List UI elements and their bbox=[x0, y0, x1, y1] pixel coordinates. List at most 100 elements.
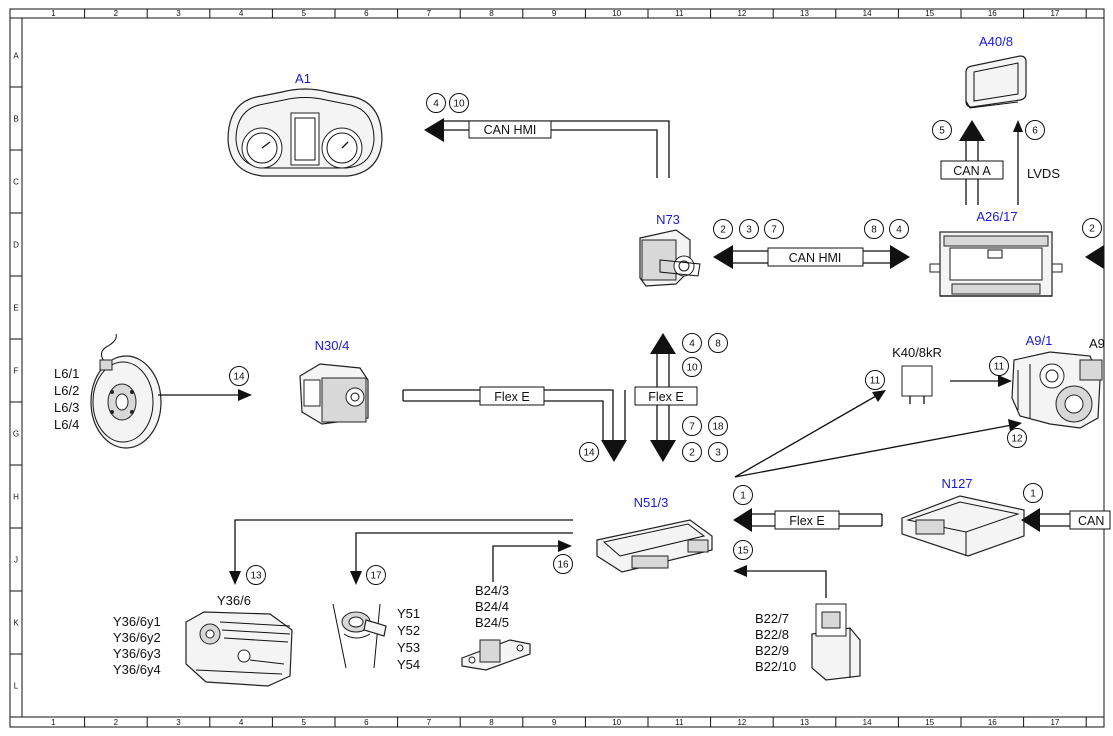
instrument-cluster-a1[interactable] bbox=[227, 88, 383, 177]
b22-label: B22/7 bbox=[755, 611, 789, 626]
ruler-col-bottom: 16 bbox=[988, 718, 997, 727]
callout-number: 3 bbox=[715, 448, 721, 459]
callout-number: 2 bbox=[720, 225, 726, 236]
callout-number: 18 bbox=[712, 422, 724, 433]
ruler-col-bottom: 15 bbox=[925, 718, 934, 727]
callout-number: 4 bbox=[896, 225, 902, 236]
ruler-col-bottom: 9 bbox=[552, 718, 557, 727]
callout-c-11-right: 11 bbox=[989, 356, 1009, 376]
callout-number: 16 bbox=[557, 560, 569, 571]
callout-number: 10 bbox=[686, 363, 698, 374]
ruler-row: K bbox=[13, 619, 19, 628]
b24-label: B24/3 bbox=[475, 583, 509, 598]
label-a1: A1 bbox=[295, 71, 311, 86]
callout-c-7-n73: 7 bbox=[764, 219, 784, 239]
signals-n51-3-diagonal bbox=[734, 390, 1022, 478]
y5x-label: Y52 bbox=[397, 623, 420, 638]
callout-c-2-edge: 2 bbox=[1082, 218, 1102, 238]
ruler-col-top: 15 bbox=[925, 9, 934, 18]
valve-block-y36-6[interactable] bbox=[185, 611, 293, 687]
signal-lvds bbox=[1013, 120, 1023, 205]
ruler-col-bottom: 7 bbox=[427, 718, 432, 727]
ruler-row: E bbox=[13, 304, 18, 313]
callout-c-16: 16 bbox=[553, 554, 573, 574]
control-unit-n51-3[interactable] bbox=[596, 519, 713, 573]
label-a40-8: A40/8 bbox=[979, 34, 1013, 49]
bus-label-flex-e-left: Flex E bbox=[494, 390, 529, 404]
l6-label: L6/1 bbox=[54, 366, 79, 381]
y36y-label: Y36/6y1 bbox=[113, 614, 161, 629]
b24-label: B24/4 bbox=[475, 599, 509, 614]
solenoid-y51-y54[interactable] bbox=[332, 603, 387, 669]
label-k40-8kr: K40/8kR bbox=[892, 345, 942, 360]
signal-wheel-to-n30-4 bbox=[158, 389, 252, 401]
callout-number: 15 bbox=[737, 546, 749, 557]
bus-label-can-hmi-top: CAN HMI bbox=[484, 123, 537, 137]
ruler-row: H bbox=[13, 493, 19, 502]
callout-c-14-flex: 14 bbox=[579, 442, 599, 462]
ignition-switch-n73[interactable] bbox=[639, 229, 701, 287]
compressor-a9-1[interactable] bbox=[1011, 351, 1103, 429]
ruler-row: G bbox=[13, 430, 19, 439]
callout-number: 7 bbox=[689, 422, 695, 433]
wheel-speed-sensor-l6[interactable] bbox=[90, 333, 162, 449]
callout-number: 11 bbox=[870, 376, 881, 387]
ruler-col-top: 5 bbox=[301, 9, 306, 18]
relay-k40-8kr[interactable] bbox=[901, 365, 933, 404]
signal-n51-3-to-y36-6 bbox=[229, 519, 573, 585]
callout-c-3-n73: 3 bbox=[739, 219, 759, 239]
ruler-col-top: 6 bbox=[364, 9, 369, 18]
sensor-b24[interactable] bbox=[461, 639, 531, 671]
bus-label-can-a: CAN A bbox=[953, 164, 991, 178]
ruler-row: D bbox=[13, 241, 19, 250]
callout-number: 8 bbox=[871, 225, 877, 236]
bus-flex-e-left bbox=[402, 386, 627, 462]
label-y36-6: Y36/6 bbox=[217, 593, 251, 608]
callout-c-4-n73: 4 bbox=[889, 219, 909, 239]
callout-c-10-top: 10 bbox=[449, 93, 469, 113]
label-a26-17: A26/17 bbox=[976, 209, 1017, 224]
callout-c-11-left: 11 bbox=[865, 370, 885, 390]
bus-label-can-hmi-mid: CAN HMI bbox=[789, 251, 842, 265]
ruler-col-top: 9 bbox=[552, 9, 557, 18]
callout-number: 14 bbox=[233, 372, 245, 383]
esp-unit-n30-4[interactable] bbox=[299, 363, 369, 425]
ruler-row: B bbox=[13, 115, 18, 124]
y36y-label: Y36/6y3 bbox=[113, 646, 161, 661]
callout-c-1-mid: 1 bbox=[733, 485, 753, 505]
ruler-col-bottom: 3 bbox=[176, 718, 181, 727]
callout-c-14-disc: 14 bbox=[229, 366, 249, 386]
label-lvds: LVDS bbox=[1027, 166, 1060, 181]
y5x-label: Y54 bbox=[397, 657, 420, 672]
head-unit-a26-17[interactable] bbox=[929, 231, 1063, 297]
label-n30-4: N30/4 bbox=[315, 338, 350, 353]
callout-number: 10 bbox=[453, 99, 465, 110]
label-n73: N73 bbox=[656, 212, 680, 227]
b24-label: B24/5 bbox=[475, 615, 509, 630]
ruler-col-bottom: 6 bbox=[364, 718, 369, 727]
ruler-col-top: 17 bbox=[1050, 9, 1059, 18]
signal-n51-3-to-y5x bbox=[350, 532, 573, 585]
ruler-col-bottom: 11 bbox=[675, 718, 684, 727]
callout-c-12: 12 bbox=[1007, 428, 1027, 448]
signal-b24-to-n51-3 bbox=[492, 540, 572, 582]
bus-flex-e-right bbox=[733, 508, 883, 532]
sensor-b22[interactable] bbox=[811, 603, 861, 681]
control-unit-n127[interactable] bbox=[901, 495, 1025, 557]
label-a9-cut: A9 bbox=[1089, 336, 1105, 351]
callout-c-8-n73: 8 bbox=[864, 219, 884, 239]
frame bbox=[9, 8, 1105, 728]
ruler-row: F bbox=[14, 367, 19, 376]
callout-number: 6 bbox=[1032, 126, 1038, 137]
callout-number: 2 bbox=[689, 448, 695, 459]
callout-c-2-n73: 2 bbox=[713, 219, 733, 239]
callout-c-3-vert: 3 bbox=[708, 442, 728, 462]
display-a40-8[interactable] bbox=[965, 55, 1027, 109]
ruler-col-bottom: 8 bbox=[489, 718, 494, 727]
callout-c-1-right: 1 bbox=[1023, 483, 1043, 503]
y5x-label: Y53 bbox=[397, 640, 420, 655]
